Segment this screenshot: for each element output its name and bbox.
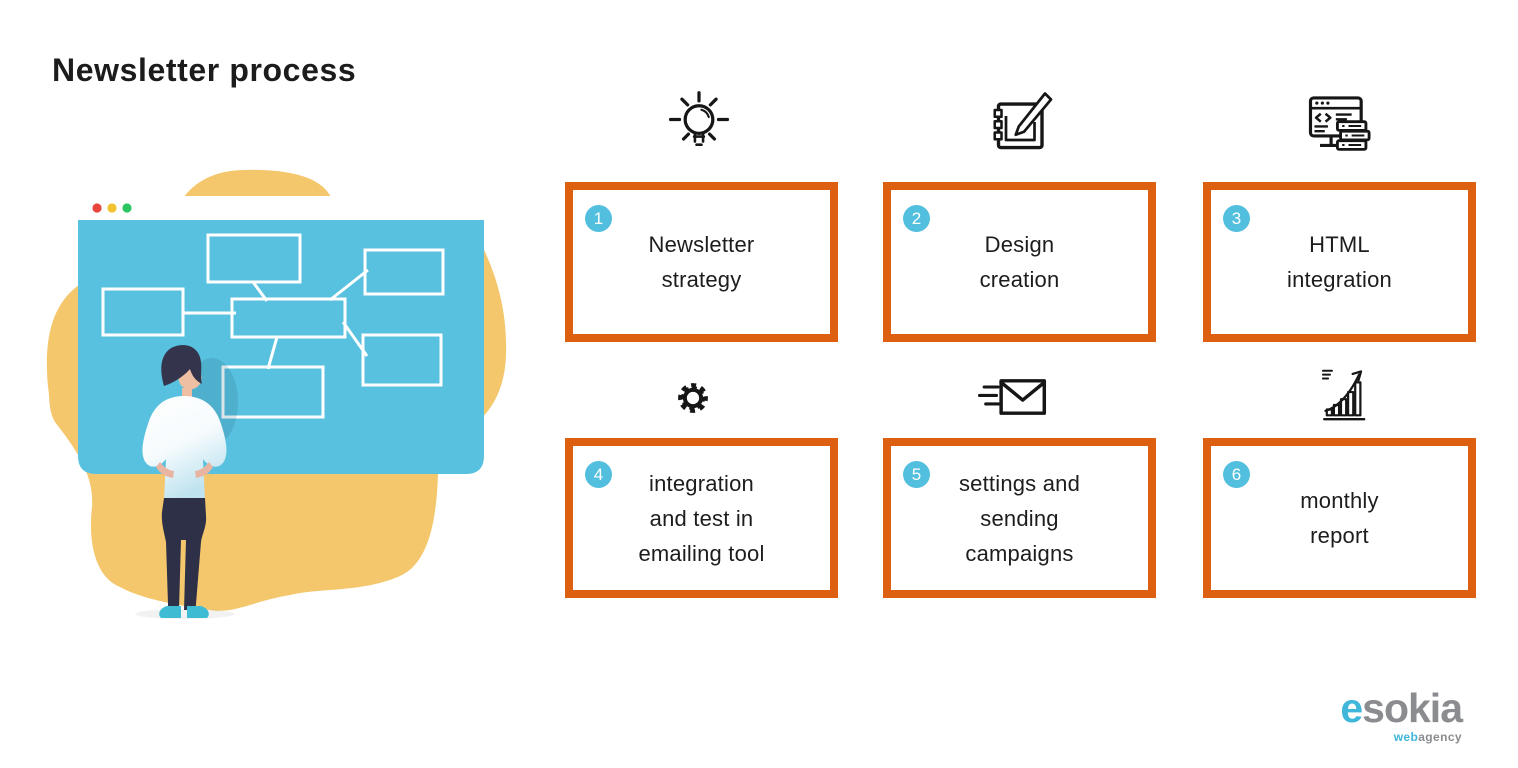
step-label: Newsletter strategy <box>648 232 755 292</box>
step-label: settings and sending campaigns <box>958 470 1081 566</box>
step-card-settings-sending: 5 settings and sending campaigns <box>883 438 1156 598</box>
flow-box <box>230 297 347 339</box>
growth-chart-icon <box>1309 363 1373 430</box>
step-card-monthly-report: 6 monthly report <box>1203 438 1476 598</box>
sending-email-icon <box>978 371 1052 428</box>
flow-box <box>101 287 185 337</box>
person-shirt <box>142 396 227 500</box>
page-title: Newsletter process <box>52 52 357 88</box>
step-card-newsletter-strategy: 1 Newsletter strategy <box>565 182 838 342</box>
step-number-badge: 5 <box>903 461 930 488</box>
person-pants <box>161 498 207 610</box>
screen <box>78 220 484 474</box>
step-card-integration-test: 4 integration and test in emailing tool <box>565 438 838 598</box>
step-label: monthly report <box>1300 488 1379 548</box>
process-illustration <box>46 169 507 619</box>
person-figure <box>135 344 238 619</box>
lightbulb-icon <box>660 86 738 171</box>
step-label: integration and test in emailing tool <box>638 470 765 566</box>
design-tablet-icon <box>982 88 1054 167</box>
flow-box <box>363 248 445 296</box>
step-number-badge: 1 <box>585 205 612 232</box>
window-dot-yellow <box>107 203 117 213</box>
flowchart <box>101 233 445 419</box>
step-label: HTML integration <box>1287 232 1392 292</box>
flow-box <box>221 365 325 419</box>
window-dot-red <box>92 203 102 213</box>
step-number-badge: 4 <box>585 461 612 488</box>
person-shoe <box>159 606 181 618</box>
step-card-html-integration: 3 HTML integration <box>1203 182 1476 342</box>
esokia-logo: esokia webagency <box>1322 685 1463 744</box>
person-hair <box>161 344 202 386</box>
step-number-badge: 3 <box>1223 205 1250 232</box>
esokia-logo-wordmark: esokia <box>1340 685 1463 731</box>
step-label: Design creation <box>979 232 1060 292</box>
person-shoe <box>187 606 209 618</box>
gear-icon <box>667 372 719 429</box>
step-number-badge: 6 <box>1223 461 1250 488</box>
flow-box <box>361 333 443 387</box>
flow-box <box>206 233 302 284</box>
window-dot-green <box>122 203 132 213</box>
step-number-badge: 2 <box>903 205 930 232</box>
step-card-design-creation: 2 Design creation <box>883 182 1156 342</box>
html-code-browser-icon <box>1300 90 1378 171</box>
esokia-logo-tagline: webagency <box>1393 730 1462 744</box>
